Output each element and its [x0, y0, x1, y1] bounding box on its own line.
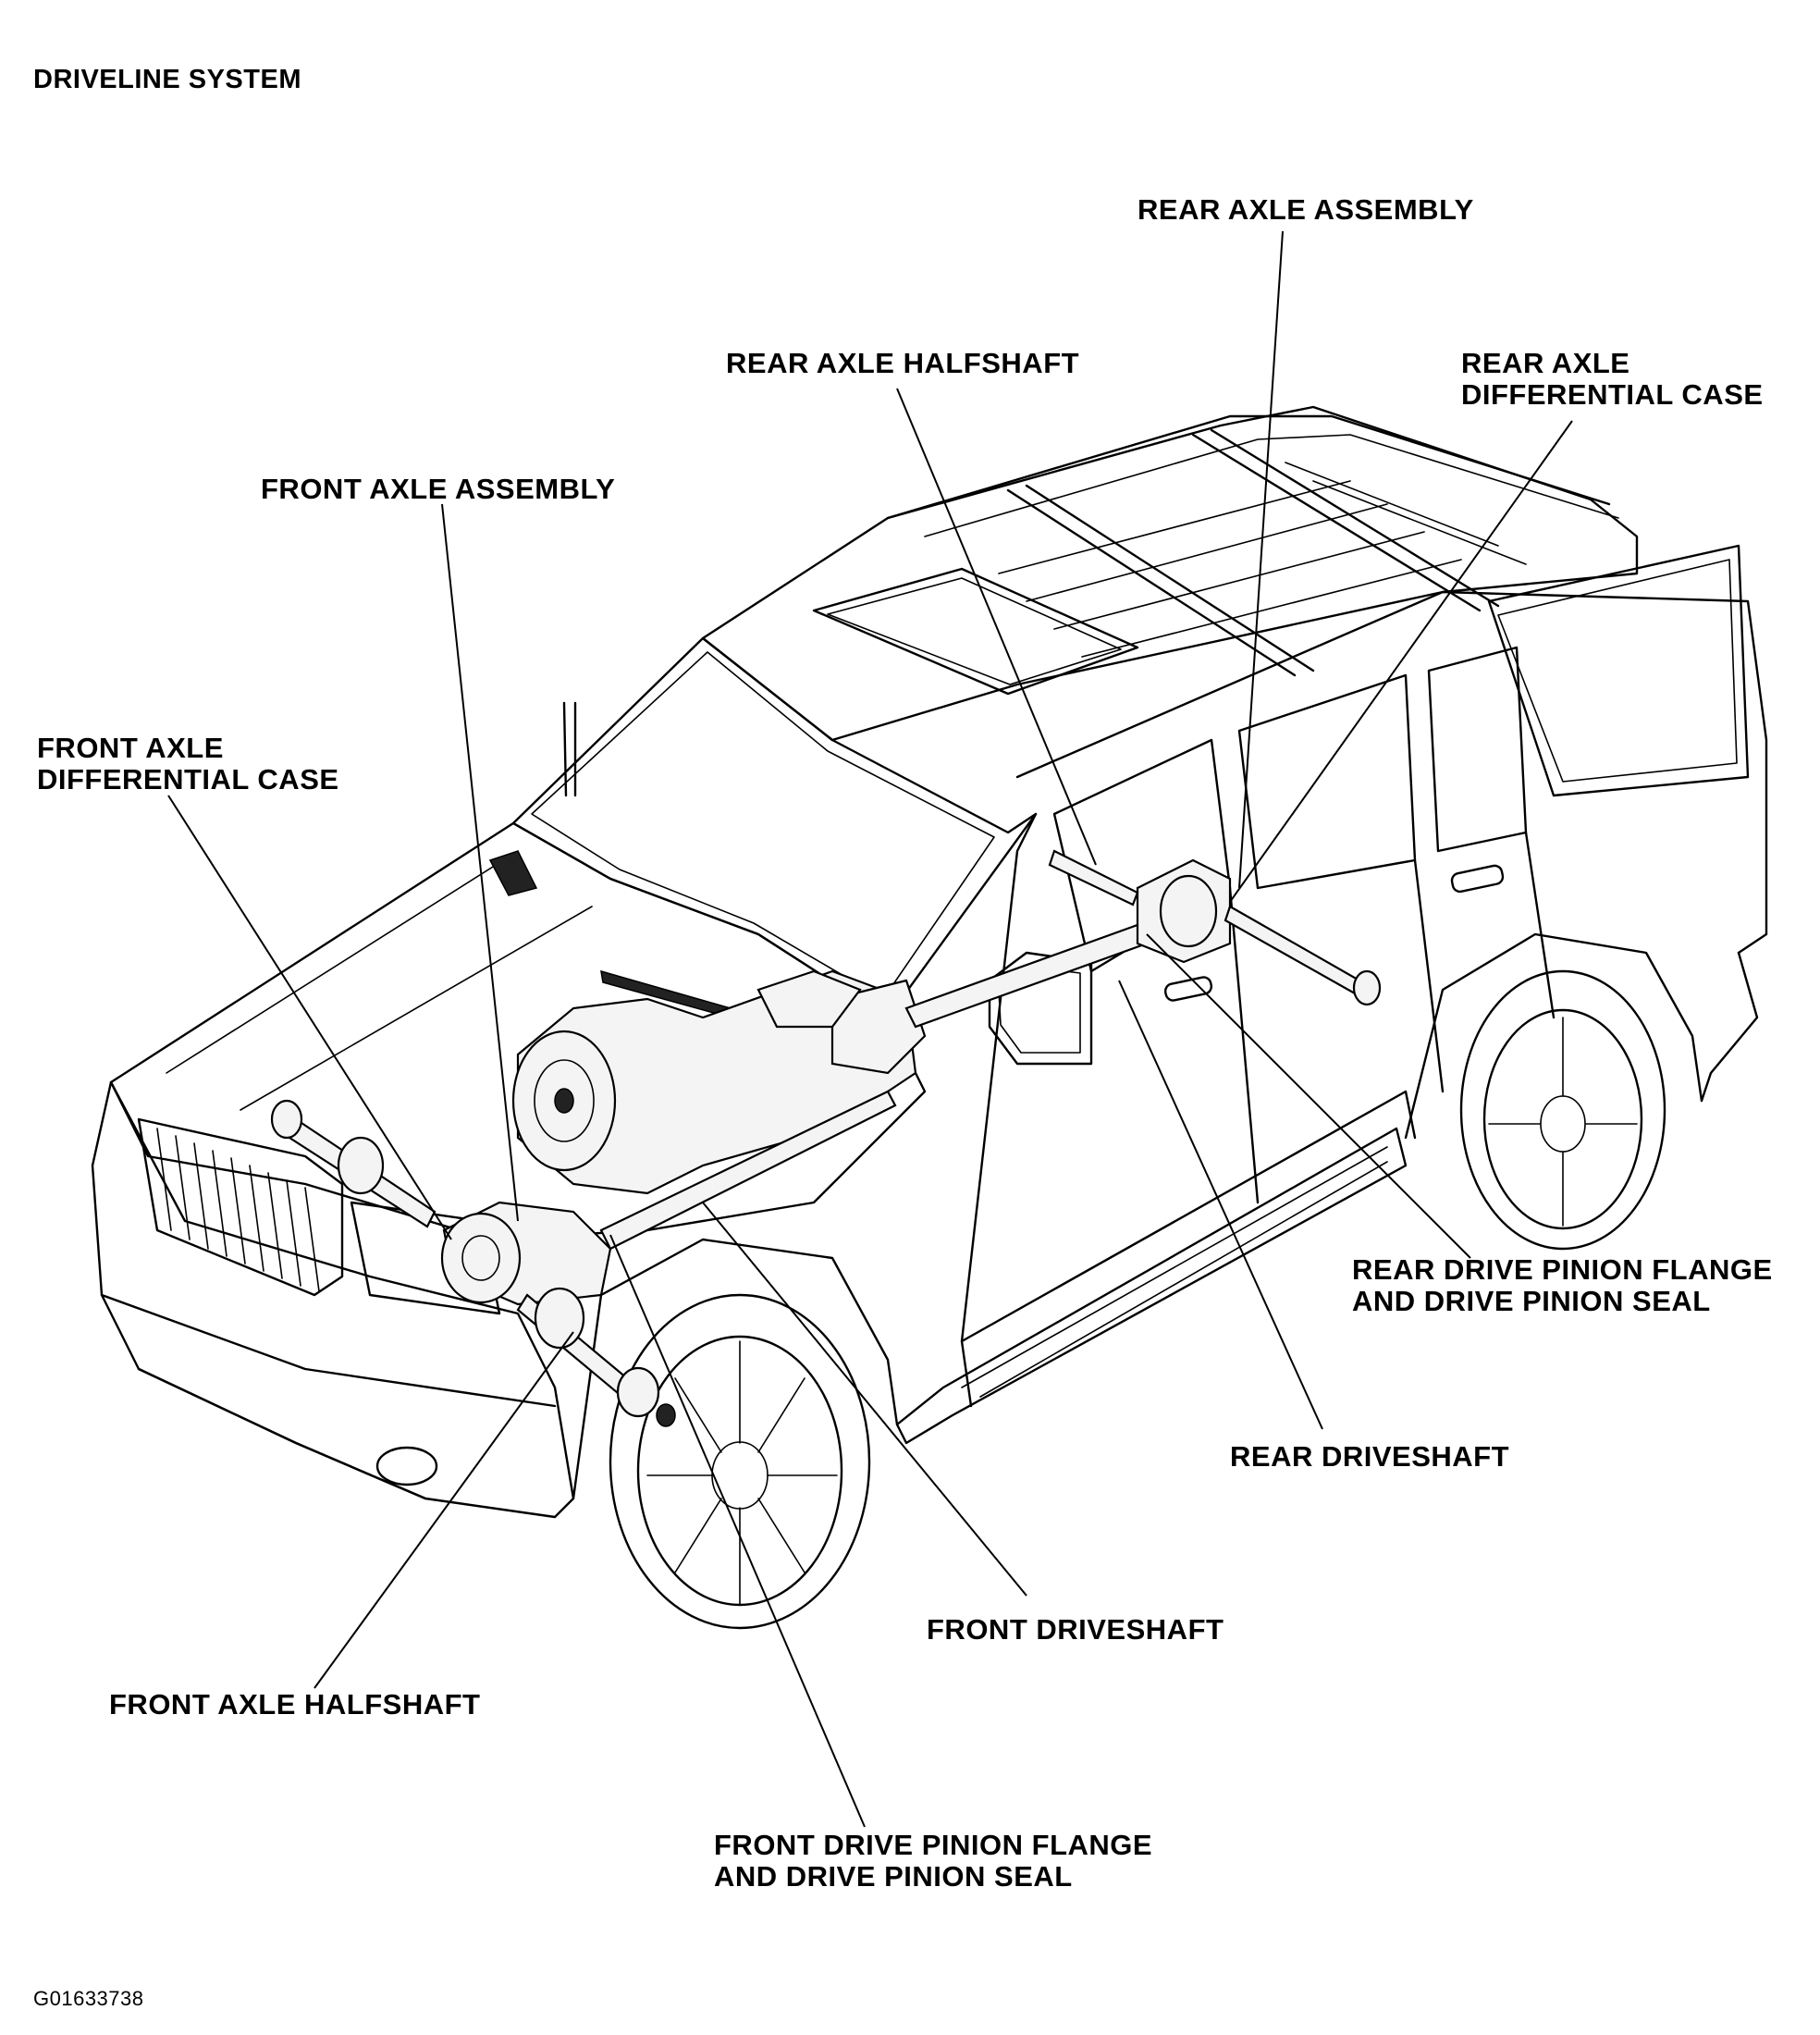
leader-rear-driveshaft	[1118, 980, 1323, 1430]
vehicle-body	[91, 405, 1768, 1630]
label-rear-drive-pinion-flange-line1: REAR DRIVE PINION FLANGE	[1352, 1253, 1773, 1286]
label-rear-axle-differential-case: REAR AXLE DIFFERENTIAL CASE	[1461, 348, 1764, 411]
label-rear-axle-halfshaft: REAR AXLE HALFSHAFT	[726, 347, 1080, 379]
label-front-axle-differential-case-line1: FRONT AXLE	[37, 732, 224, 764]
diagram-title: DRIVELINE SYSTEM	[33, 65, 301, 94]
leader-front-driveshaft	[702, 1202, 1027, 1597]
label-front-drive-pinion-flange-line1: FRONT DRIVE PINION FLANGE	[714, 1829, 1153, 1861]
label-front-drive-pinion-flange-line2: AND DRIVE PINION SEAL	[714, 1860, 1073, 1893]
driveline-components	[270, 849, 1382, 1427]
label-front-axle-assembly: FRONT AXLE ASSEMBLY	[261, 473, 616, 505]
label-rear-axle-differential-case-line1: REAR AXLE	[1461, 347, 1630, 379]
leader-rear-axle-halfshaft	[896, 388, 1097, 866]
leader-front-axle-assembly	[441, 503, 519, 1222]
leader-rear-axle-assembly	[1238, 230, 1284, 889]
label-front-axle-differential-case: FRONT AXLE DIFFERENTIAL CASE	[37, 733, 339, 796]
label-rear-axle-differential-case-line2: DIFFERENTIAL CASE	[1461, 378, 1764, 411]
label-front-driveshaft: FRONT DRIVESHAFT	[927, 1613, 1224, 1646]
figure-code: G01633738	[33, 1987, 144, 2010]
label-rear-driveshaft: REAR DRIVESHAFT	[1230, 1440, 1510, 1473]
label-rear-axle-assembly: REAR AXLE ASSEMBLY	[1138, 193, 1474, 226]
leader-front-axle-differential-case	[167, 795, 452, 1240]
leader-rear-axle-differential-case	[1229, 420, 1573, 903]
leader-front-drive-pinion-flange	[609, 1234, 866, 1828]
leader-lines	[167, 230, 1573, 1828]
leader-rear-drive-pinion-flange	[1146, 933, 1471, 1259]
label-rear-drive-pinion-flange: REAR DRIVE PINION FLANGE AND DRIVE PINIO…	[1352, 1254, 1773, 1317]
label-rear-drive-pinion-flange-line2: AND DRIVE PINION SEAL	[1352, 1285, 1711, 1317]
label-front-axle-differential-case-line2: DIFFERENTIAL CASE	[37, 763, 339, 796]
label-front-axle-halfshaft: FRONT AXLE HALFSHAFT	[109, 1688, 481, 1720]
label-front-drive-pinion-flange: FRONT DRIVE PINION FLANGE AND DRIVE PINI…	[714, 1830, 1152, 1893]
leader-front-axle-halfshaft	[314, 1331, 574, 1689]
